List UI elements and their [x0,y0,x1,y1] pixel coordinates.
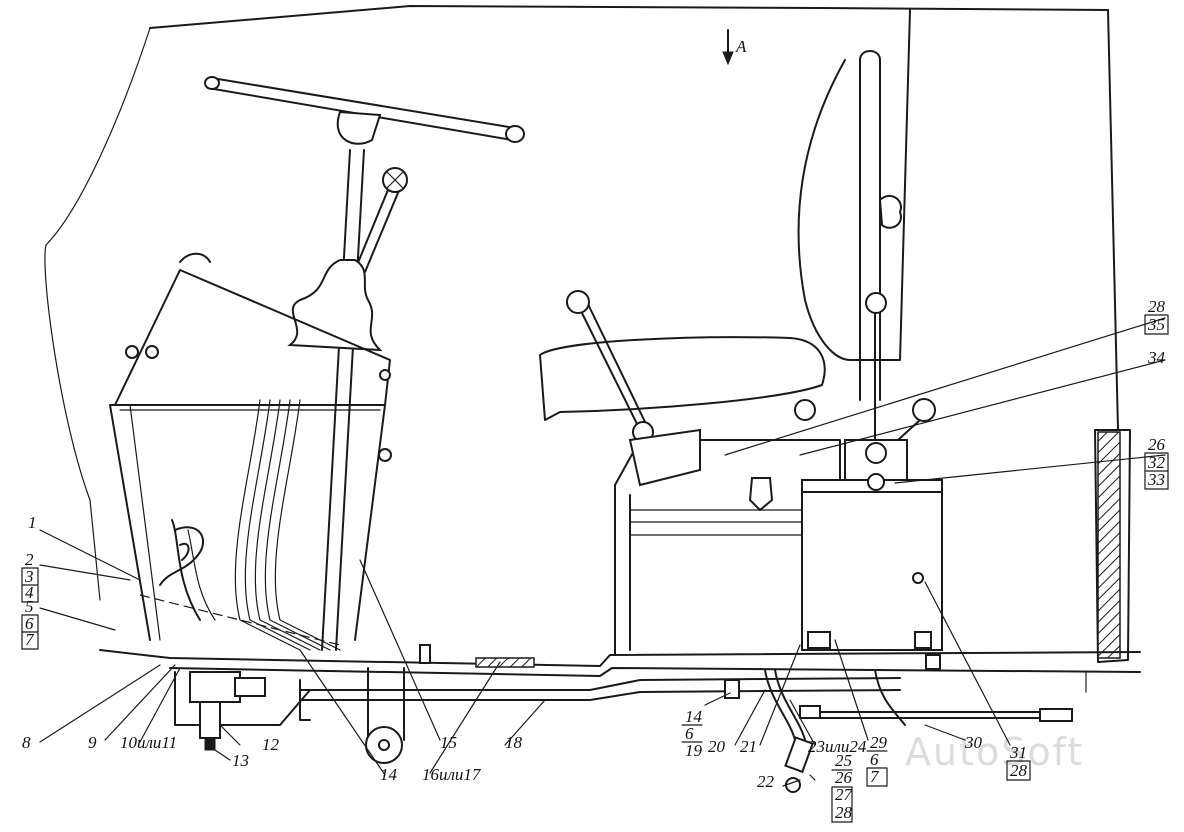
svg-text:27: 27 [835,785,854,804]
callout-8: 8 [22,733,31,752]
svg-text:7: 7 [25,630,35,649]
callout-6c: 6 [870,750,879,769]
callout-14a: 14 [380,765,398,784]
svg-text:20: 20 [708,737,726,756]
callout-10: 10или11 [120,733,177,752]
svg-text:10или11: 10или11 [120,733,177,752]
callout-28: 28 [1148,297,1166,316]
callout-16: 16или17 [422,765,482,784]
svg-text:6: 6 [25,614,34,633]
svg-text:28: 28 [1010,761,1028,780]
svg-text:23или24: 23или24 [808,737,867,756]
callout-34: 34 [1147,348,1166,367]
callout-22: 22 [757,772,775,791]
svg-text:19: 19 [685,741,703,760]
svg-text:6: 6 [870,750,879,769]
svg-text:13: 13 [232,751,249,770]
svg-text:21: 21 [740,737,757,756]
svg-text:14: 14 [380,765,398,784]
callout-35: 35 [1147,315,1165,334]
view-arrow: A [722,29,747,66]
callout-1: 1 [28,513,37,532]
callout-7c: 7 [870,767,880,786]
svg-text:18: 18 [505,733,523,752]
cab-outline [44,5,1131,663]
floor-insert [475,657,535,668]
callout-6: 6 [25,614,34,633]
pedal-bracket [174,671,311,751]
callout-2: 2 [25,550,34,569]
callout-4: 4 [25,583,34,602]
callout-31: 31 [1009,743,1027,762]
callout-3: 3 [24,567,34,586]
driver-seat [539,9,911,421]
svg-text:9: 9 [88,733,97,752]
svg-text:6: 6 [685,724,694,743]
svg-text:35: 35 [1147,315,1165,334]
instrument-box [109,252,392,641]
callout-28b: 28 [835,803,853,822]
callout-12: 12 [262,735,280,754]
callout-14b: 14 [685,707,703,726]
svg-text:4: 4 [25,583,34,602]
callout-15: 15 [440,733,457,752]
svg-text:7: 7 [870,767,880,786]
callout-13: 13 [232,751,249,770]
svg-text:28: 28 [835,803,853,822]
callout-29: 29 [870,733,888,752]
brake-pedal-arm [365,667,405,764]
svg-text:33: 33 [1147,470,1165,489]
callout-27: 27 [835,785,854,804]
svg-text:22: 22 [757,772,775,791]
callout-9: 9 [88,733,97,752]
svg-text:25: 25 [835,751,852,770]
callout-20: 20 [708,737,726,756]
callout-30: 30 [964,733,983,752]
svg-text:31: 31 [1009,743,1027,762]
svg-text:30: 30 [964,733,983,752]
svg-text:26: 26 [1148,435,1166,454]
svg-text:2: 2 [25,550,34,569]
callout-23: 23или24 [808,737,867,756]
svg-text:1: 1 [28,513,37,532]
svg-text:32: 32 [1147,453,1166,472]
seat-levers [566,290,936,487]
svg-text:34: 34 [1147,348,1166,367]
callout-7: 7 [25,630,35,649]
callout-33: 33 [1147,470,1165,489]
callout-19: 19 [685,741,703,760]
watermark: AutoSoft [905,730,1084,774]
callout-18: 18 [505,733,523,752]
svg-text:12: 12 [262,735,280,754]
svg-text:3: 3 [24,567,34,586]
rear-wall-insulation [1097,431,1121,659]
clutch-lever [159,526,204,586]
callout-21: 21 [740,737,757,756]
control-rod [299,677,1073,722]
hydraulic-tank [801,479,943,651]
hose-bundle [139,399,341,651]
svg-text:28: 28 [1148,297,1166,316]
seat-base [614,439,943,670]
callout-32: 32 [1147,453,1166,472]
svg-text:29: 29 [870,733,888,752]
callout-26b: 26 [835,768,853,787]
svg-text:26: 26 [835,768,853,787]
callout-6b: 6 [685,724,694,743]
callout-25: 25 [835,751,852,770]
hanging-cable [764,669,906,793]
svg-text:16или17: 16или17 [422,765,482,784]
svg-text:8: 8 [22,733,31,752]
callout-5: 5 [25,597,34,616]
svg-text:15: 15 [440,733,457,752]
callout-26: 26 [1148,435,1166,454]
view-label: A [735,37,747,56]
callouts: 1 2 3 4 5 6 7 8 9 10или11 12 13 14 15 16… [21,297,1169,823]
callout-28c: 28 [1010,761,1028,780]
svg-text:14: 14 [685,707,703,726]
leader-lines [39,317,1166,787]
svg-text:5: 5 [25,597,34,616]
